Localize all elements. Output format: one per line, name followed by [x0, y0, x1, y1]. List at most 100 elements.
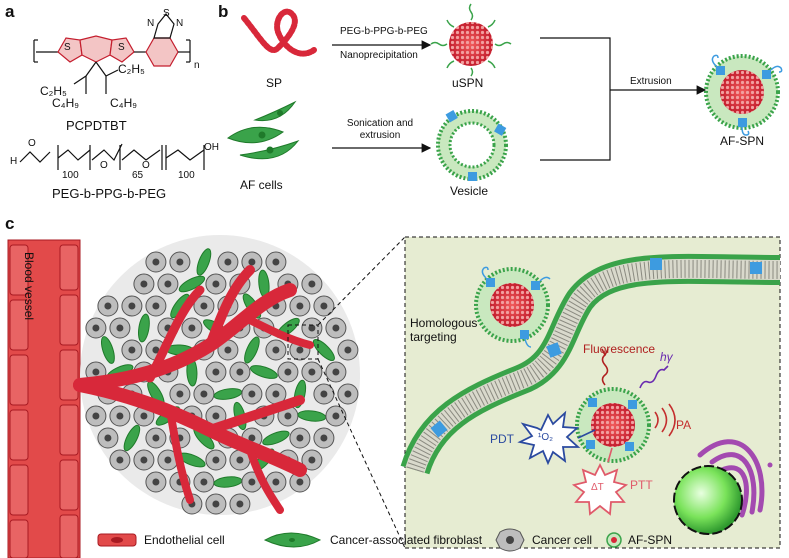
- bracket-lines: [540, 37, 611, 161]
- panel-a-label: a: [5, 2, 15, 21]
- cancer-cell-nucleus: [296, 434, 304, 442]
- sp-chain: [241, 8, 317, 57]
- zoom-lines: [287, 236, 406, 549]
- af-cells-icon: [226, 100, 300, 160]
- cancer-cell-nucleus: [236, 368, 244, 376]
- extrusion-text: Extrusion: [630, 76, 672, 87]
- cancer-cell-nucleus: [272, 390, 280, 398]
- cancer-cell-nucleus: [236, 456, 244, 464]
- atom-s1: S: [64, 42, 71, 53]
- c2h5-right: C₂H₅: [118, 62, 145, 76]
- vessel-branches: [73, 265, 314, 514]
- cancer-cell-nucleus: [152, 302, 160, 310]
- cancer-cell-nucleus: [200, 478, 208, 486]
- atom-n1: N: [147, 18, 155, 29]
- fibroblast-cell: [312, 338, 335, 362]
- legend-afspn: AF-SPN: [628, 533, 673, 547]
- hv-label: hγ: [660, 350, 673, 364]
- cancer-cell-nucleus: [128, 302, 136, 310]
- af-spn-particle: [704, 54, 783, 136]
- blood-vessel: [7, 239, 81, 558]
- pcpdtbt-structure: [33, 13, 191, 94]
- singlet-oxygen-burst: [517, 410, 581, 466]
- vesicle-label: Vesicle: [450, 184, 489, 198]
- cancer-cell-nucleus: [284, 412, 292, 420]
- legend: [97, 528, 622, 552]
- ptt-label: PTT: [630, 478, 653, 492]
- cancer-cell-nucleus: [152, 478, 160, 486]
- pcpdtbt-name: PCPDTBT: [66, 118, 127, 133]
- arrow1-top-text: PEG-b-PPG-b-PEG: [340, 26, 428, 37]
- fluorescence-label: Fluorescence: [583, 342, 656, 356]
- cancer-cell-nucleus: [92, 324, 100, 332]
- cancer-cell-nucleus: [272, 346, 280, 354]
- cancer-cell-nucleus: [212, 280, 220, 288]
- cancer-cell-nucleus: [176, 258, 184, 266]
- legend-cancer: Cancer cell: [532, 533, 593, 547]
- cancer-cell-nucleus: [308, 456, 316, 464]
- cancer-cell-nucleus: [344, 390, 352, 398]
- fibroblast-cell: [262, 430, 290, 446]
- atom-s3: S: [163, 8, 170, 19]
- light-wave: [639, 365, 669, 389]
- subscript-100a: 100: [62, 170, 79, 181]
- cancer-cell-nucleus: [248, 390, 256, 398]
- cancer-cell-nucleus: [332, 412, 340, 420]
- cancer-cell-nucleus: [164, 280, 172, 288]
- subscript-65: 65: [132, 170, 144, 181]
- c4h9-right: C₄H₉: [110, 96, 137, 110]
- arrow2-top-text: Sonication and: [346, 118, 414, 129]
- af-cells-label: AF cells: [240, 178, 283, 192]
- fluorescence-wave: [601, 348, 609, 386]
- cancer-cell-nucleus: [116, 456, 124, 464]
- cancer-cell-nucleus: [248, 434, 256, 442]
- peg-ppg-peg-name: PEG-b-PPG-b-PEG: [52, 186, 167, 201]
- cancer-cell-nucleus: [152, 434, 160, 442]
- fibroblast-cell: [178, 275, 206, 293]
- cancer-cell-nucleus: [140, 280, 148, 288]
- cancer-cell-nucleus: [296, 478, 304, 486]
- panel-c-label: c: [5, 214, 15, 233]
- af-spn-label: AF-SPN: [720, 134, 765, 148]
- subscript-100b: 100: [178, 170, 195, 181]
- o2-label: ¹O₂: [538, 432, 553, 443]
- arrow2-bottom-text: extrusion: [359, 130, 401, 141]
- delta-t-label: ΔT: [591, 482, 604, 493]
- cancer-cell-nucleus: [116, 412, 124, 420]
- cancer-cell-nucleus: [308, 280, 316, 288]
- atom-n2: N: [176, 18, 184, 29]
- fibroblast-cell: [250, 365, 278, 379]
- nucleus-er: [673, 439, 773, 535]
- cancer-cell-nucleus: [272, 258, 280, 266]
- cancer-cell-nucleus: [212, 368, 220, 376]
- cancer-cell-nucleus: [176, 390, 184, 398]
- pa-waves: [654, 403, 676, 437]
- cancer-cell-nucleus: [104, 434, 112, 442]
- af-spn-bound: [474, 266, 551, 348]
- cancer-cell-nucleus: [320, 390, 328, 398]
- cancer-cell-nucleus: [212, 456, 220, 464]
- heat-burst: [571, 462, 629, 516]
- subscript-n: n: [194, 60, 200, 71]
- atom-h: H: [10, 156, 18, 167]
- atom-o1: O: [28, 138, 36, 149]
- pdt-label: PDT: [490, 432, 514, 446]
- cancer-cell-nucleus: [332, 324, 340, 332]
- fibroblast-cell: [196, 248, 212, 276]
- cancer-cell-nucleus: [140, 456, 148, 464]
- cancer-cell-nucleus: [344, 346, 352, 354]
- c4h9-left: C₄H₉: [52, 96, 79, 110]
- cancer-cell-nucleus: [248, 258, 256, 266]
- cancer-cell-nucleus: [296, 346, 304, 354]
- cancer-cell-nucleus: [224, 346, 232, 354]
- cancer-cell-nucleus: [320, 434, 328, 442]
- cancer-cell-nucleus: [224, 258, 232, 266]
- cancer-cell-nucleus: [140, 412, 148, 420]
- fibroblast-cell: [244, 336, 260, 364]
- cancer-cell-nucleus: [200, 390, 208, 398]
- af-spn-active: [575, 387, 651, 463]
- blood-vessel-label: Blood vessel: [22, 252, 36, 321]
- cancer-cell-nucleus: [152, 258, 160, 266]
- cancer-cell-nucleus: [92, 368, 100, 376]
- cancer-cell-nucleus: [212, 500, 220, 508]
